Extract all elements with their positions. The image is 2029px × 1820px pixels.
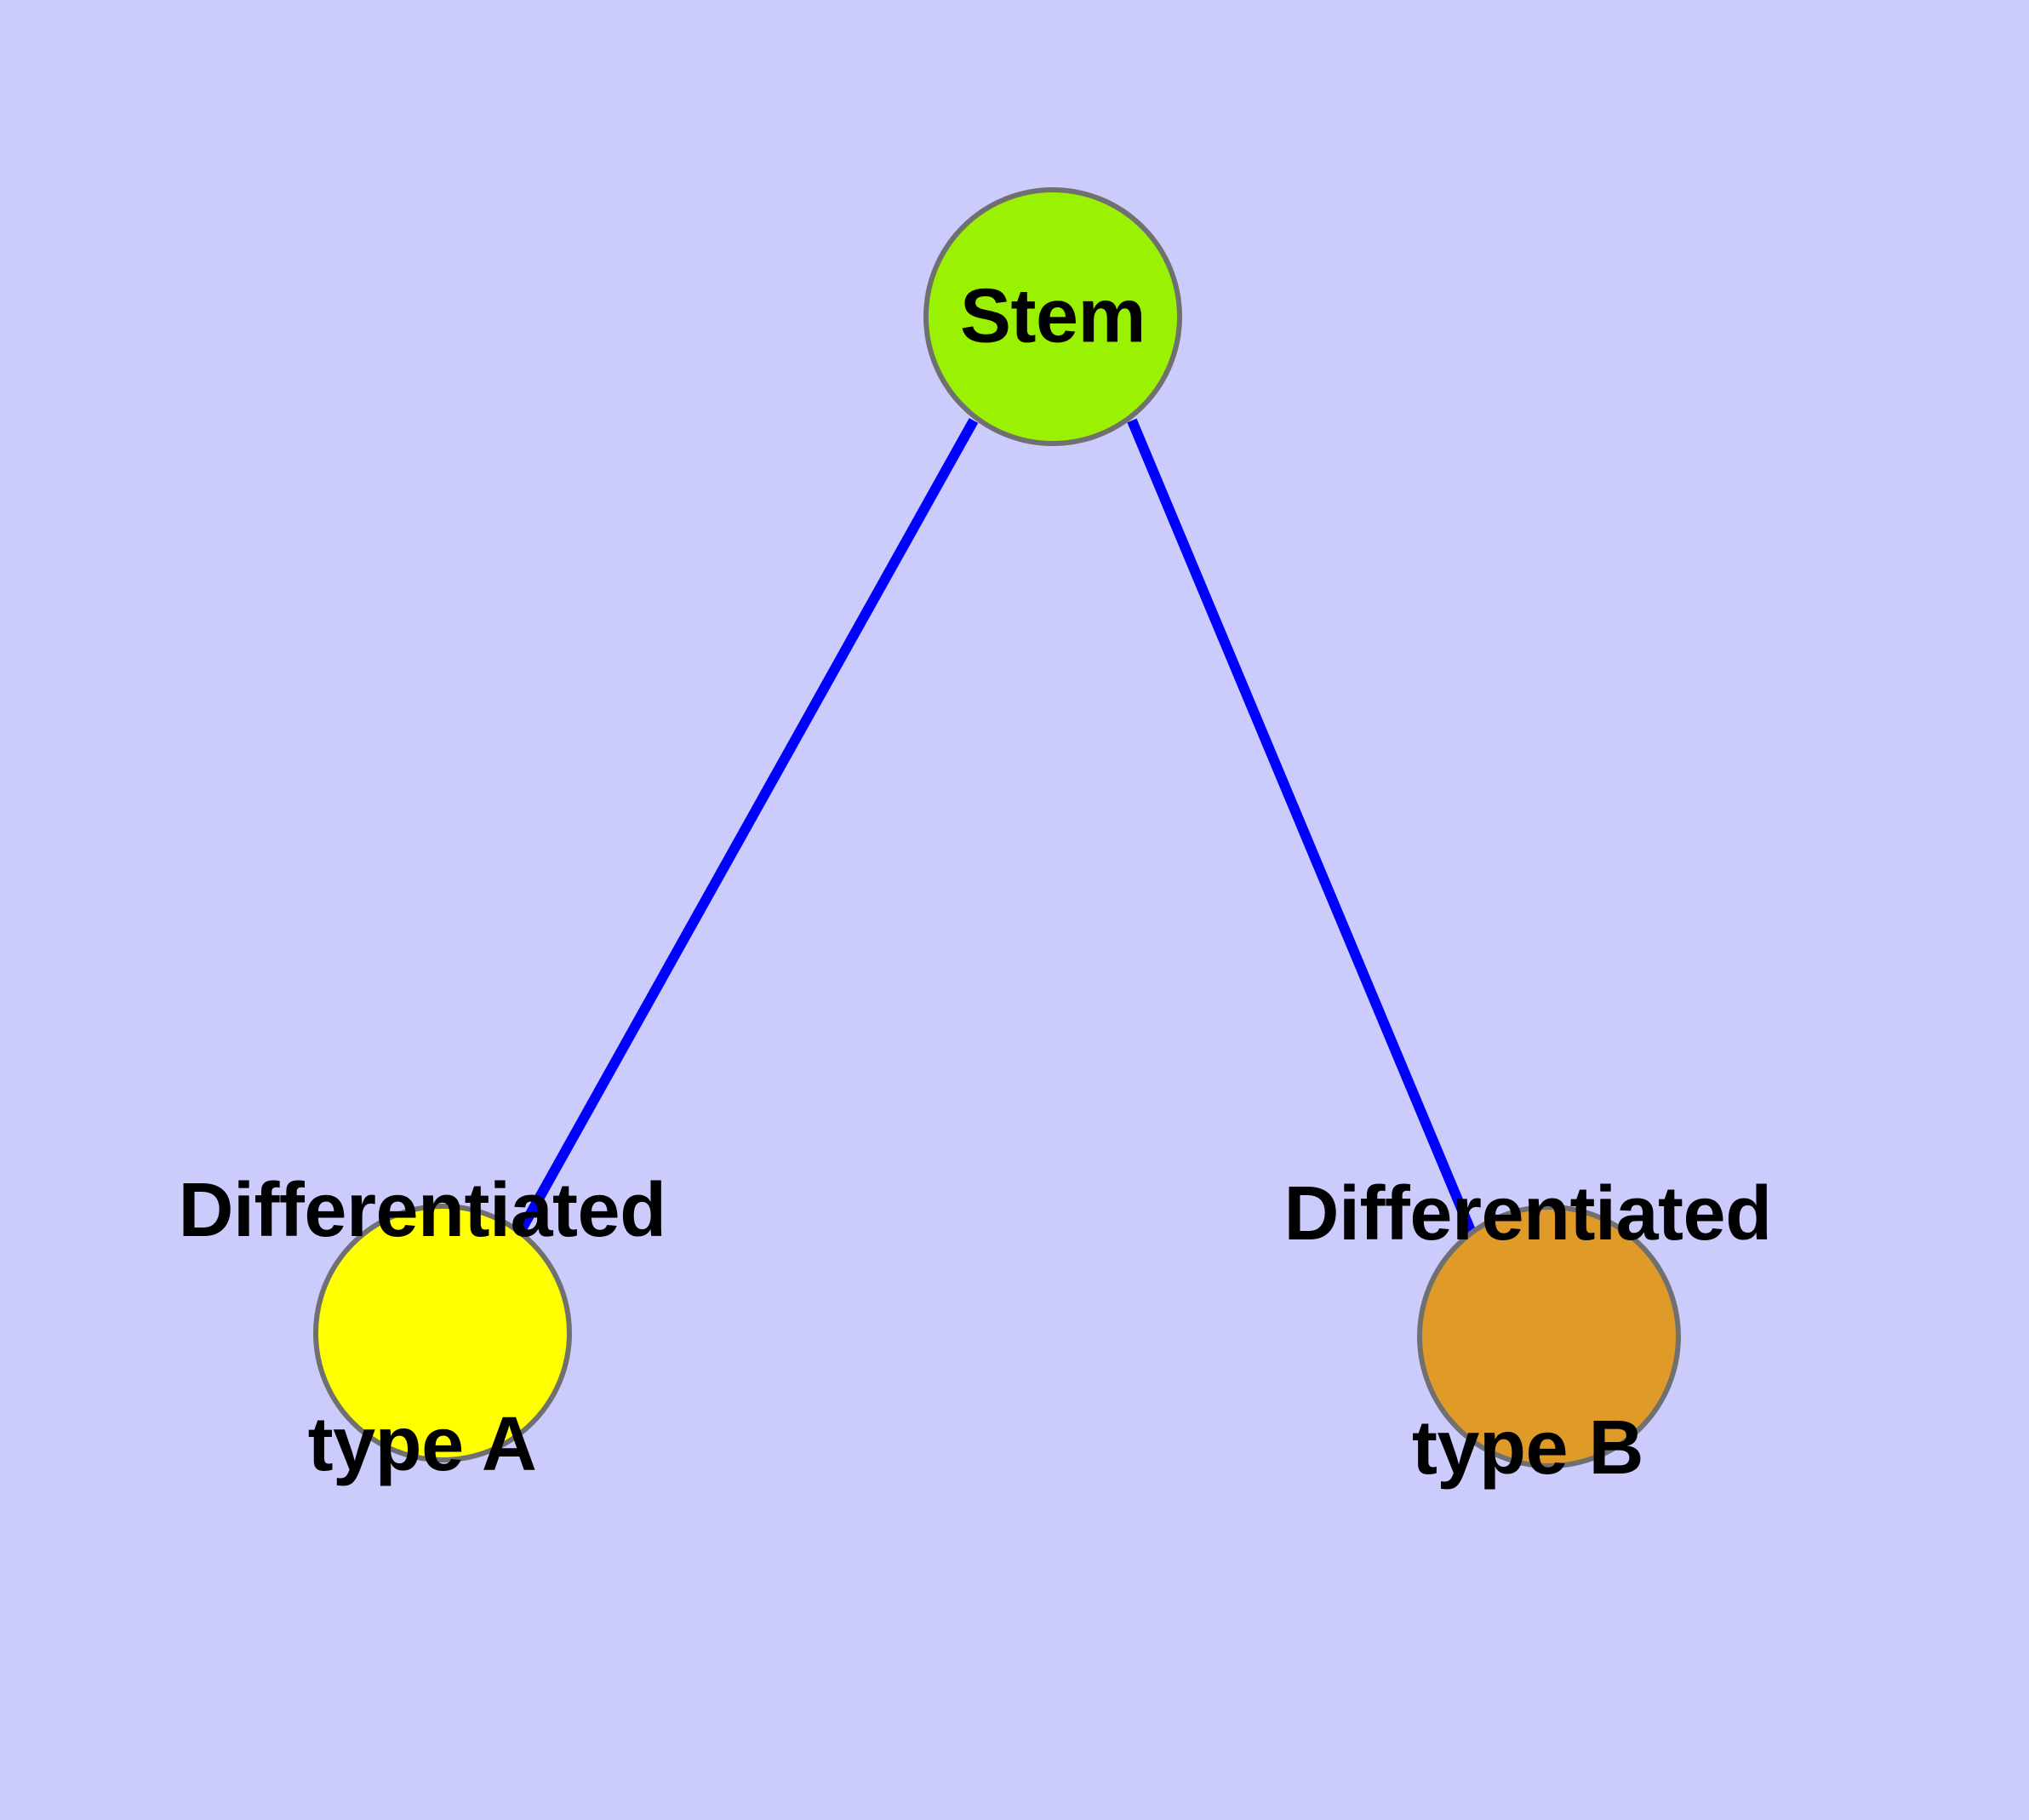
edge-stem-to-differentiated-type-a[interactable]	[517, 418, 979, 1232]
node-layer	[313, 187, 1681, 1468]
node-circle-differentiated-type-b[interactable]	[1417, 1205, 1681, 1468]
node-circle-differentiated-type-a[interactable]	[313, 1204, 572, 1462]
edge-layer	[517, 418, 1477, 1235]
node-circle-stem[interactable]	[923, 187, 1182, 446]
edge-stem-to-differentiated-type-b[interactable]	[1127, 418, 1477, 1235]
